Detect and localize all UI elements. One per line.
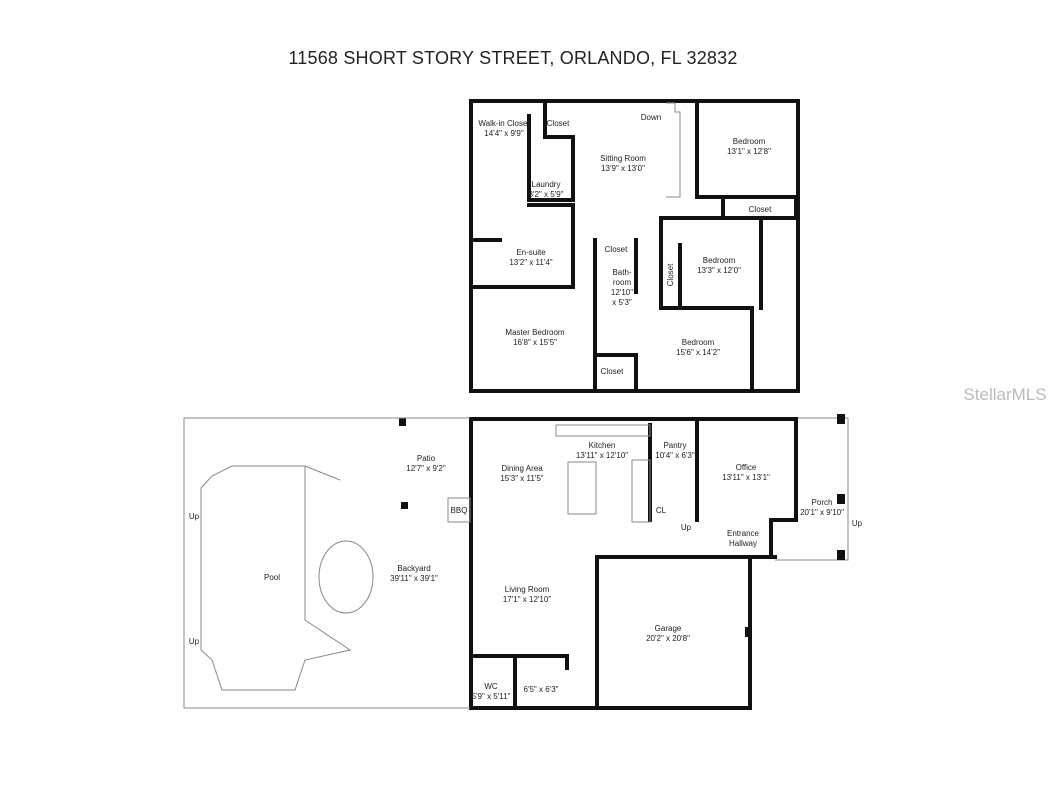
plan-title: 11568 SHORT STORY STREET, ORLANDO, FL 32… bbox=[288, 48, 738, 68]
room-name: Closet bbox=[547, 119, 570, 128]
upper-floor-walls bbox=[469, 99, 800, 393]
room-dims: 20'1" x 9'10" bbox=[800, 508, 844, 517]
room-dims: 13'11" x 12'10" bbox=[576, 451, 628, 460]
room-dims: 5'9" x 5'11" bbox=[472, 692, 511, 701]
room-dims: 12'10" bbox=[611, 288, 633, 297]
room-name: Garage bbox=[655, 624, 682, 633]
room-name: Office bbox=[736, 463, 757, 472]
stair-label: Up bbox=[852, 519, 863, 528]
room-name: Closet bbox=[666, 263, 675, 286]
bbq-label: BBQ bbox=[451, 506, 468, 515]
room-name: Hallway bbox=[729, 539, 757, 548]
lower-floor-walls bbox=[399, 414, 849, 710]
room-name: En-suite bbox=[516, 248, 546, 257]
closet-label: CL bbox=[656, 506, 667, 515]
room-name: Walk-in Closet bbox=[478, 119, 530, 128]
room-name: Entrance bbox=[727, 529, 760, 538]
room-dims: 16'8" x 15'5" bbox=[513, 338, 557, 347]
room-name: Bath- bbox=[612, 268, 631, 277]
room-dims: 20'2" x 20'8" bbox=[646, 634, 690, 643]
room-dims: 13'11" x 13'1" bbox=[722, 473, 770, 482]
pool-outline bbox=[200, 465, 352, 691]
room-dims: 17'1" x 12'10" bbox=[503, 595, 551, 604]
room-dims: 39'11" x 39'1" bbox=[390, 574, 438, 583]
upper-floor-labels: Walk-in Closet 14'4" x 9'9" Closet Sitti… bbox=[478, 113, 772, 376]
room-dims: 15'3" x 11'5" bbox=[500, 474, 543, 483]
room-name: Closet bbox=[749, 205, 772, 214]
room-name: Pantry bbox=[663, 441, 686, 450]
room-dims: 10'4" x 6'3" bbox=[655, 451, 695, 460]
room-name: Closet bbox=[605, 245, 628, 254]
room-dims: 14'4" x 9'9" bbox=[484, 129, 524, 138]
room-name: Dining Area bbox=[501, 464, 543, 473]
room-name: Bedroom bbox=[703, 256, 736, 265]
room-dims: 13'2" x 11'4" bbox=[509, 258, 552, 267]
lower-floor-labels: Patio 12'7" x 9'2" Kitchen 13'11" x 12'1… bbox=[189, 441, 863, 701]
room-name: Living Room bbox=[505, 585, 550, 594]
room-name: Porch bbox=[812, 498, 833, 507]
spa-outline bbox=[318, 540, 374, 614]
stair-label: Up bbox=[189, 637, 200, 646]
room-name: Bedroom bbox=[733, 137, 766, 146]
room-dims: 13'3" x 12'0" bbox=[697, 266, 741, 275]
room-name: Sitting Room bbox=[600, 154, 646, 163]
room-name: room bbox=[613, 278, 632, 287]
room-name: Patio bbox=[417, 454, 436, 463]
room-dims: 15'6" x 14'2" bbox=[676, 348, 720, 357]
room-name: Backyard bbox=[397, 564, 430, 573]
room-name: Kitchen bbox=[589, 441, 616, 450]
room-name: WC bbox=[484, 682, 498, 691]
stair-label: Down bbox=[641, 113, 661, 122]
backyard-pool bbox=[183, 417, 470, 709]
room-name: Closet bbox=[601, 367, 624, 376]
room-dims: 13'9" x 13'0" bbox=[601, 164, 645, 173]
room-dims: x 5'3" bbox=[612, 298, 632, 307]
pool-label: Pool bbox=[264, 573, 280, 582]
room-name: Master Bedroom bbox=[505, 328, 564, 337]
room-name: Laundry bbox=[532, 180, 561, 189]
room-dims: 13'1" x 12'8" bbox=[727, 147, 771, 156]
room-name: Bedroom bbox=[682, 338, 715, 347]
stair-label: Up bbox=[189, 512, 200, 521]
watermark: StellarMLS bbox=[963, 385, 1046, 404]
room-dims: 8'2" x 5'9" bbox=[529, 190, 564, 199]
room-dims: 12'7" x 9'2" bbox=[406, 464, 446, 473]
stair-label: Up bbox=[681, 523, 692, 532]
room-dims: 6'5" x 6'3" bbox=[524, 685, 559, 694]
